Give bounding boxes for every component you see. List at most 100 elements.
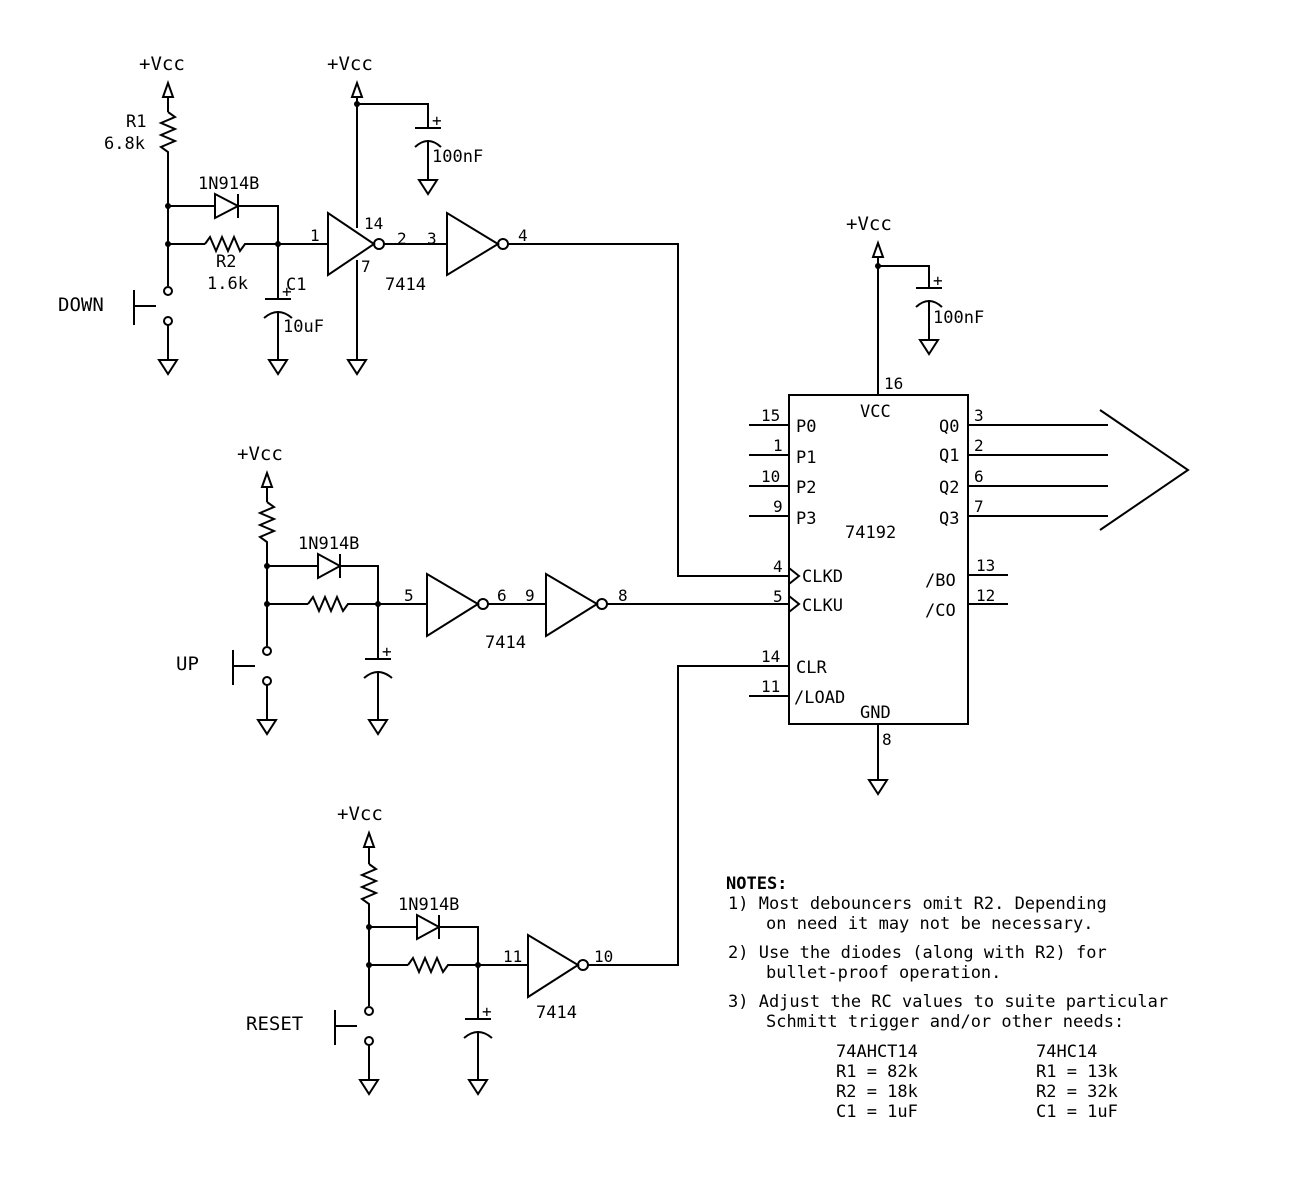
c1-plus: + bbox=[282, 282, 292, 301]
output-bus-arrow-icon bbox=[1099, 409, 1190, 531]
vcc-label: +Vcc bbox=[327, 53, 373, 75]
gate-part: 7414 bbox=[536, 1003, 577, 1023]
pin-clku-number: 5 bbox=[773, 587, 783, 606]
switch-reset-label: RESET bbox=[246, 1013, 303, 1035]
note-2-line-1: 2) Use the diodes (along with R2) for bbox=[728, 943, 1107, 963]
table-col2-c1: C1 = 1uF bbox=[1036, 1102, 1118, 1122]
c1-name: C1 bbox=[286, 275, 306, 295]
pushbutton-up-icon bbox=[232, 650, 255, 685]
r2-value: 1.6k bbox=[207, 274, 248, 294]
gnd-pin-number: 8 bbox=[882, 730, 892, 749]
pin-q1-number: 2 bbox=[974, 436, 984, 455]
table-col1-heading: 74AHCT14 bbox=[836, 1042, 918, 1062]
pin-q0-name: Q0 bbox=[939, 417, 959, 437]
pin-clr-number: 14 bbox=[761, 647, 780, 666]
r1-name: R1 bbox=[126, 112, 146, 132]
ground-icon bbox=[918, 339, 940, 356]
vcc-arrow-icon bbox=[362, 830, 376, 864]
table-col2-r2: R2 = 32k bbox=[1036, 1082, 1118, 1102]
ground-icon bbox=[367, 719, 389, 736]
pin-q2-number: 6 bbox=[974, 467, 984, 486]
pin-load-name: /LOAD bbox=[794, 688, 845, 708]
pin-bo-number: 13 bbox=[976, 556, 995, 575]
switch-down-label: DOWN bbox=[58, 294, 104, 316]
pin-out1: 6 bbox=[497, 586, 507, 605]
pin-clkd-name: CLKD bbox=[802, 567, 843, 587]
note-2-line-2: bullet-proof operation. bbox=[766, 963, 1001, 983]
pushbutton-reset-icon bbox=[334, 1010, 357, 1045]
diode-label: 1N914B bbox=[398, 895, 459, 915]
pin-p2-number: 10 bbox=[761, 467, 780, 486]
gate-part: 7414 bbox=[385, 275, 426, 295]
cap-plus: + bbox=[933, 271, 943, 290]
pin-in2: 3 bbox=[427, 229, 437, 248]
resistor-r2-icon bbox=[307, 594, 427, 614]
notes: NOTES: 1) Most debouncers omit R2. Depen… bbox=[726, 874, 1168, 1122]
pin-gnd: 7 bbox=[361, 257, 371, 276]
table-col1-r2: R2 = 18k bbox=[836, 1082, 918, 1102]
cap-plus: + bbox=[482, 1002, 492, 1021]
vcc-arrow-icon bbox=[260, 470, 274, 502]
diode-label: 1N914B bbox=[298, 534, 359, 554]
table-col1-r1: R1 = 82k bbox=[836, 1062, 918, 1082]
pin-vcc: 14 bbox=[364, 214, 383, 233]
pin-clkd-number: 4 bbox=[773, 557, 783, 576]
inverter-gate-icon bbox=[426, 572, 480, 638]
vcc-label: +Vcc bbox=[139, 53, 185, 75]
resistor-r1-icon bbox=[158, 111, 178, 206]
table-col2-r1: R1 = 13k bbox=[1036, 1062, 1118, 1082]
pin-p3-name: P3 bbox=[796, 509, 816, 529]
pin-co-number: 12 bbox=[976, 586, 995, 605]
note-3-line-2: Schmitt trigger and/or other needs: bbox=[766, 1012, 1124, 1032]
cap-plus: + bbox=[382, 642, 392, 661]
note-3-line-1: 3) Adjust the RC values to suite particu… bbox=[728, 992, 1168, 1012]
ground-icon bbox=[358, 1079, 380, 1096]
pin-co-name: /CO bbox=[925, 601, 956, 621]
ground-icon bbox=[157, 359, 179, 376]
ground-icon bbox=[867, 779, 889, 796]
inverter-gate-icon bbox=[545, 572, 599, 638]
r1-value: 6.8k bbox=[104, 134, 145, 154]
note-1-line-1: 1) Most debouncers omit R2. Depending bbox=[728, 894, 1107, 914]
pin-in2: 9 bbox=[525, 586, 535, 605]
pin-q1-name: Q1 bbox=[939, 446, 959, 466]
vcc-arrow-icon bbox=[350, 80, 364, 228]
counter-74192: 74192 VCC GND +Vcc 16 + 100nF 8 15 P0 1 … bbox=[749, 213, 1190, 796]
resistor-r1-icon bbox=[359, 863, 379, 927]
resistor-r1-icon bbox=[257, 501, 277, 566]
diode-icon bbox=[214, 192, 241, 220]
table-col1-c1: C1 = 1uF bbox=[836, 1102, 918, 1122]
bypass-cap-value: 100nF bbox=[933, 308, 984, 328]
pin-load-number: 11 bbox=[761, 677, 780, 696]
up-debouncer: +Vcc 1N914B UP + 5 6 9 8 7414 bbox=[176, 443, 789, 736]
resistor-r2-icon bbox=[407, 955, 528, 975]
diode-icon bbox=[416, 913, 442, 941]
pin-p2-name: P2 bbox=[796, 478, 816, 498]
inverter-gate-icon bbox=[446, 211, 500, 277]
note-1-line-2: on need it may not be necessary. bbox=[766, 914, 1094, 934]
clock-input-icon bbox=[788, 595, 801, 613]
notes-title: NOTES: bbox=[726, 874, 787, 894]
ground-icon bbox=[256, 719, 278, 736]
r2-name: R2 bbox=[216, 252, 236, 272]
cap-plus: + bbox=[432, 111, 442, 130]
diode-icon bbox=[317, 552, 343, 580]
switch-up-label: UP bbox=[176, 653, 199, 675]
bypass-cap-value: 100nF bbox=[432, 147, 483, 167]
pin-clr-name: CLR bbox=[796, 658, 827, 678]
pin-clku-name: CLKU bbox=[802, 596, 843, 616]
pin-p1-name: P1 bbox=[796, 448, 816, 468]
pin-bo-name: /BO bbox=[925, 571, 956, 591]
gate-part: 7414 bbox=[485, 633, 526, 653]
pin-p1-number: 1 bbox=[773, 436, 783, 455]
down-debouncer: +Vcc R1 6.8k 1N914B R2 1.6k DOWN + C1 10… bbox=[58, 53, 789, 577]
pin-q0-number: 3 bbox=[974, 406, 984, 425]
pin-out2: 4 bbox=[518, 226, 528, 245]
ground-icon bbox=[346, 359, 368, 376]
pin-p0-name: P0 bbox=[796, 417, 816, 437]
pin-p3-number: 9 bbox=[773, 497, 783, 516]
vcc-label: +Vcc bbox=[237, 443, 283, 465]
ground-icon bbox=[467, 1079, 489, 1096]
ground-icon bbox=[417, 179, 439, 196]
